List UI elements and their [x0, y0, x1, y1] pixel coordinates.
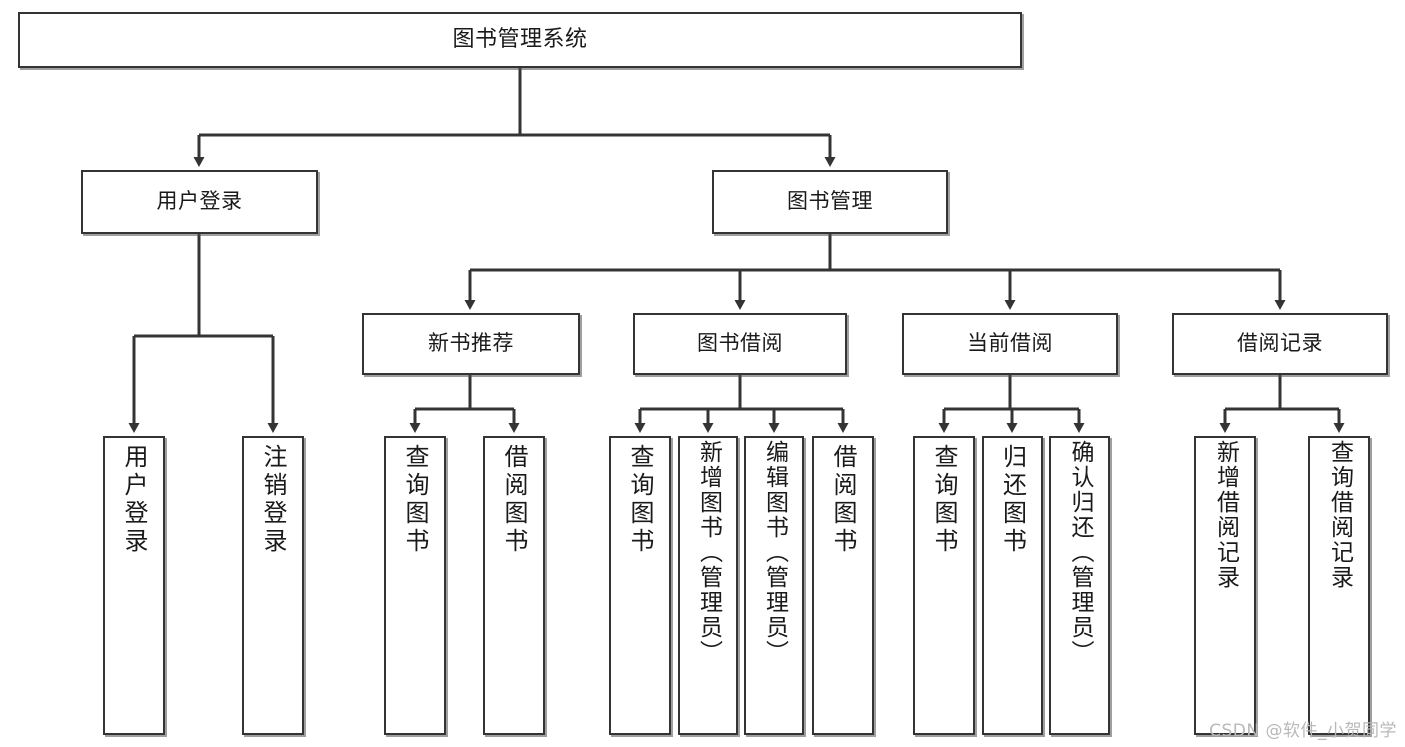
node-label: 借阅图书	[829, 444, 857, 556]
node-label: 确认归还（管理员）	[1067, 440, 1093, 665]
leaf-add-borrow-record[interactable]: 新增借阅记录	[1194, 436, 1256, 735]
node-label: 图书管理系统	[452, 26, 588, 52]
leaf-query-book-current[interactable]: 查询图书	[913, 436, 975, 735]
node-root-system[interactable]: 图书管理系统	[18, 12, 1022, 68]
node-book-management[interactable]: 图书管理	[712, 170, 948, 234]
node-label: 查询图书	[626, 444, 654, 556]
leaf-confirm-return-admin[interactable]: 确认归还（管理员）	[1049, 436, 1110, 735]
node-label: 查询图书	[930, 444, 958, 556]
node-new-book-recommend[interactable]: 新书推荐	[362, 313, 580, 375]
node-current-borrow[interactable]: 当前借阅	[902, 313, 1118, 375]
node-label: 借阅记录	[1237, 331, 1323, 356]
node-label: 编辑图书（管理员）	[761, 440, 788, 665]
node-label: 归还图书	[998, 444, 1027, 556]
node-user-login[interactable]: 用户登录	[81, 170, 318, 234]
leaf-return-book[interactable]: 归还图书	[982, 436, 1043, 735]
leaf-query-book-recommend[interactable]: 查询图书	[384, 436, 446, 735]
leaf-query-borrow-record[interactable]: 查询借阅记录	[1308, 436, 1370, 735]
node-book-borrow[interactable]: 图书借阅	[633, 313, 847, 375]
leaf-query-book-borrow[interactable]: 查询图书	[609, 436, 671, 735]
leaf-borrow-book[interactable]: 借阅图书	[812, 436, 874, 735]
leaf-edit-book-admin[interactable]: 编辑图书（管理员）	[744, 436, 804, 735]
node-borrow-record[interactable]: 借阅记录	[1172, 313, 1388, 375]
node-label: 新书推荐	[428, 331, 514, 356]
node-label: 图书管理	[787, 189, 873, 214]
leaf-logout[interactable]: 注销登录	[242, 436, 304, 735]
watermark: CSDN @软件_小贺同学	[1209, 721, 1397, 741]
leaf-user-login[interactable]: 用户登录	[103, 436, 165, 735]
leaf-borrow-book-recommend[interactable]: 借阅图书	[483, 436, 545, 735]
node-label: 用户登录	[156, 189, 243, 214]
node-label: 图书借阅	[697, 331, 783, 356]
node-label: 注销登录	[259, 444, 287, 556]
node-label: 当前借阅	[967, 331, 1053, 356]
node-label: 借阅图书	[500, 444, 528, 556]
node-label: 查询图书	[401, 444, 429, 556]
node-label: 新增借阅记录	[1212, 440, 1239, 590]
node-label: 新增图书（管理员）	[695, 440, 722, 665]
node-label: 查询借阅记录	[1326, 440, 1353, 590]
node-label: 用户登录	[120, 444, 148, 556]
leaf-add-book-admin[interactable]: 新增图书（管理员）	[678, 436, 738, 735]
